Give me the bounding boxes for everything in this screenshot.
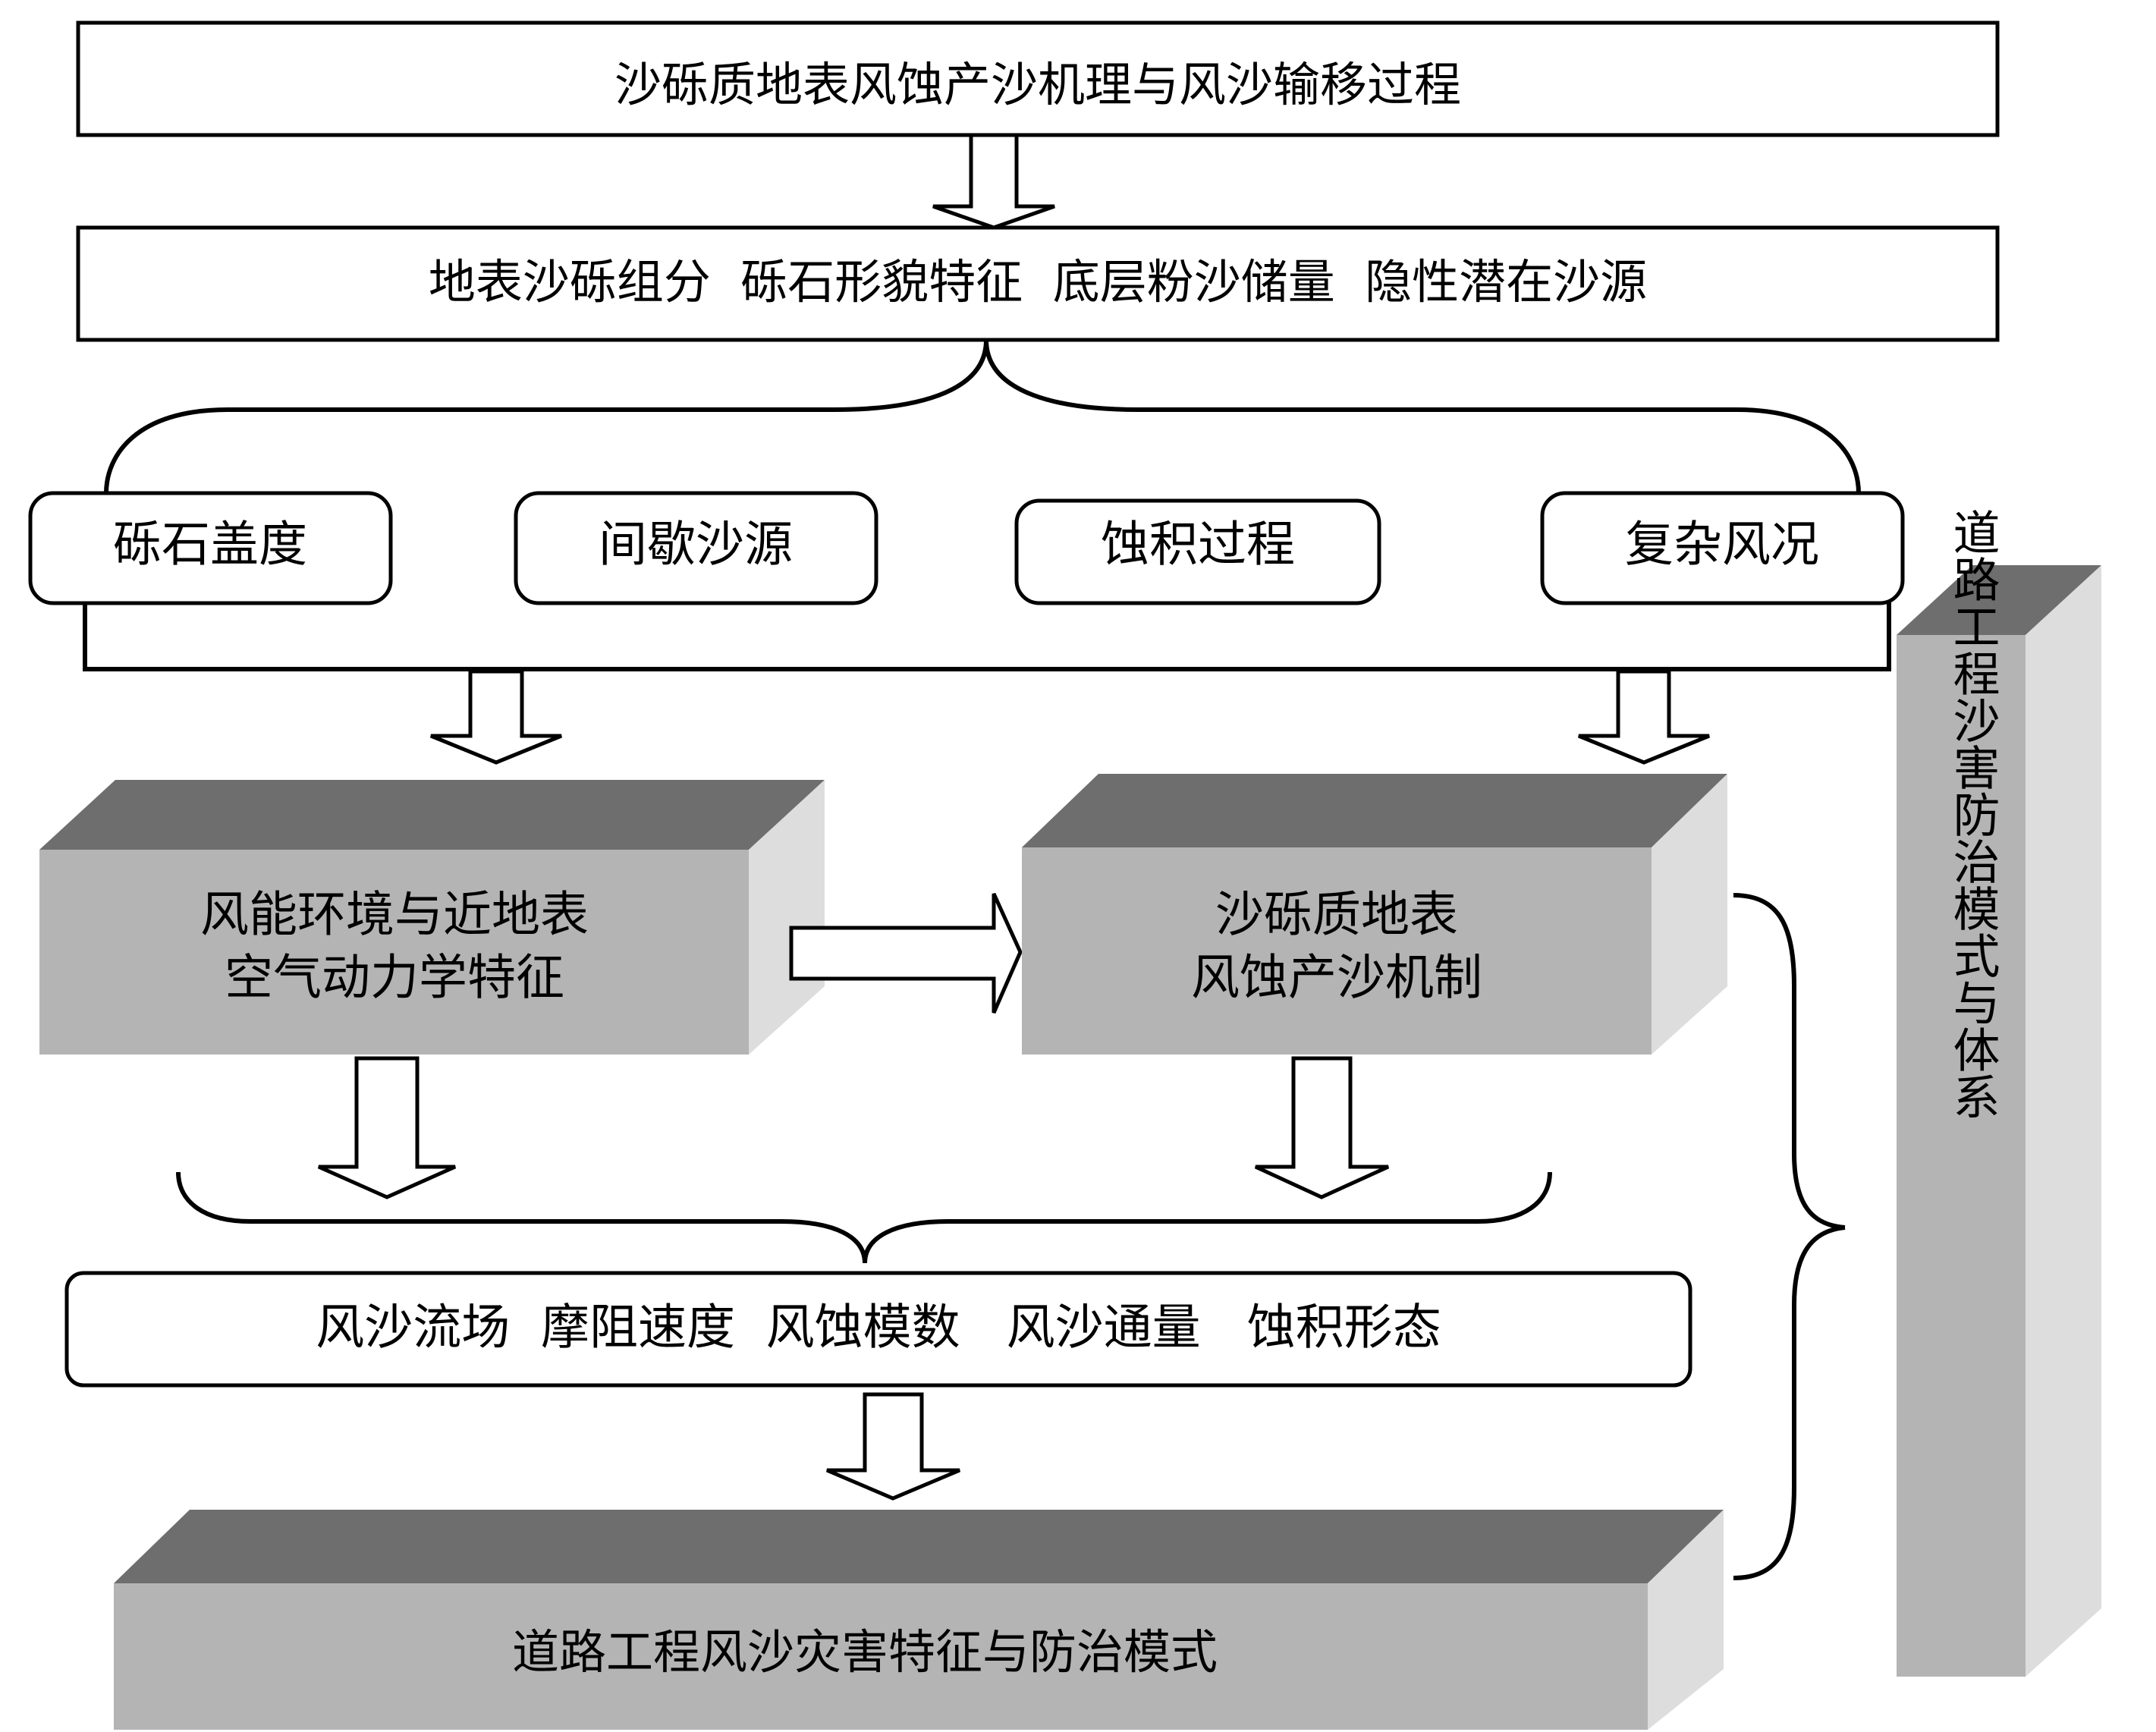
params-box-label: 风沙流场 摩阻速度 风蚀模数 风沙通量 蚀积形态 [316,1300,1441,1356]
params-box: 风沙流场 摩阻速度 风蚀模数 风沙通量 蚀积形态 [64,1271,1692,1388]
arrow-down-block-right [1254,1056,1390,1199]
arrow-right [789,892,1023,1014]
brace-middle [176,1171,1552,1264]
second-box: 地表沙砾组分 砾石形貌特征 底层粉沙储量 隐性潜在沙源 [76,225,2000,342]
brace-right [1733,893,1846,1580]
block-wind-energy: 风能环境与近地表 空气动力学特征 [39,780,825,1055]
top-box-label: 沙砾质地表风蚀产沙机理与风沙输移过程 [614,57,1461,112]
arrow-down-left [430,669,562,765]
block-erosion-line2: 风蚀产沙机制 [1191,951,1482,1007]
factor-label: 间歇沙源 [599,517,793,574]
factor-box-intermittent-source: 间歇沙源 [514,491,878,605]
arrow-down-right [1578,669,1710,765]
brace-top [104,339,1861,494]
side-pillar: 道路工程沙害防治模式与体系 [1897,508,2101,1677]
block-wind-energy-line2: 空气动力学特征 [225,951,564,1007]
factor-label: 砾石盖度 [113,517,307,574]
block-erosion-mechanism: 沙砾质地表 风蚀产沙机制 [1022,774,1727,1055]
arrow-down-1 [932,133,1055,230]
factor-label: 复杂风况 [1625,517,1819,574]
bottom-block-label: 道路工程风沙灾害特征与防治模式 [512,1624,1218,1680]
factor-box-gravel-cover: 砾石盖度 [28,491,393,605]
factor-box-erosion-deposition: 蚀积过程 [1014,498,1381,605]
block-erosion-line1: 沙砾质地表 [1215,888,1458,944]
side-pillar-label: 道路工程沙害防治模式与体系 [1945,508,2000,1120]
factor-frame [83,561,1891,671]
top-box: 沙砾质地表风蚀产沙机理与风沙输移过程 [76,20,2000,137]
bottom-block: 道路工程风沙灾害特征与防治模式 [114,1510,1724,1730]
factor-box-complex-wind: 复杂风况 [1540,491,1905,605]
factor-label: 蚀积过程 [1101,517,1295,574]
arrow-down-bottom [826,1392,960,1501]
block-wind-energy-line1: 风能环境与近地表 [200,888,589,944]
arrow-down-block-left [317,1056,457,1199]
second-box-label: 地表沙砾组分 砾石形貌特征 底层粉沙储量 隐性潜在沙源 [429,254,1647,310]
